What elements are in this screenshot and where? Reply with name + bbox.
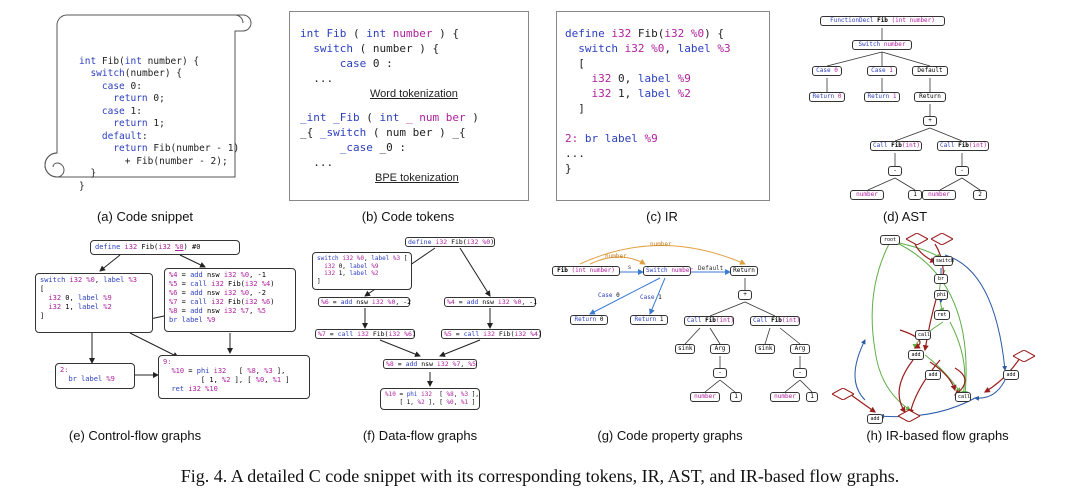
irg-diamond-4 (832, 388, 854, 400)
dfg-n5: %5 = call i32 Fib(i32 %4) (441, 329, 542, 339)
cpg-edges (579, 245, 813, 393)
irg-call1: call (915, 330, 931, 340)
cpg-switch: Switch number (643, 266, 693, 276)
caption-d: (d) AST (882, 209, 928, 224)
caption-f: (f) Data-flow graphs (362, 428, 478, 443)
caption-h: (h) IR-based flow graphs (866, 428, 1009, 443)
cpg-sink2: sink (755, 344, 775, 354)
panel-dfg: define i32 Fib(i32 %0) switch i32 %0, la… (310, 230, 550, 420)
ast-two: 2 (973, 190, 987, 200)
panel-irg: root switch br phi ret call add add call… (832, 230, 1040, 424)
cfg-block9: 9: %10 = phi i32 [ %8, %3 ], [ 1, %2 ], … (158, 355, 310, 399)
code-snippet-text: int Fib(int number) { switch(number) { c… (79, 55, 240, 192)
ir-text: define i32 Fib(i32 %0) { switch i32 %0, … (565, 27, 731, 175)
figure-caption: Fig. 4. A detailed C code snippet with i… (180, 466, 900, 486)
ast-minus2: - (955, 166, 969, 176)
cpg-sink1: sink (675, 344, 695, 354)
cpg-fib: Fib (int number) (552, 266, 620, 276)
cpg-call1: Call Fib(int) (684, 316, 734, 326)
cfg-entry: define i32 Fib(i32 %0) #0 (90, 240, 240, 255)
irg-phi: phi (934, 290, 948, 300)
caption-g: (g) Code property graphs (597, 428, 743, 443)
cpg-minus2: - (793, 368, 807, 378)
caption-a: (a) Code snippet (96, 209, 194, 224)
scroll-shape (44, 14, 252, 178)
dfg-n8: %8 = add nsw i32 %7, %5 (383, 359, 477, 369)
word-tokens: int Fib ( int number ) { switch ( number… (300, 27, 459, 85)
irg-diamond-2 (931, 233, 953, 245)
cpg-ret1: Return 1 (630, 315, 668, 325)
ast-call2: Call Fib(int) (937, 141, 989, 151)
dfg-entry: define i32 Fib(i32 %0) (405, 237, 495, 247)
cpg-call2: Call Fib(int) (750, 316, 800, 326)
cpg-one: 1 (730, 392, 742, 402)
irg-root: root (880, 235, 900, 245)
irg-add3: add (1003, 370, 1019, 380)
caption-b: (b) Code tokens (361, 209, 455, 224)
ast-ret1: Return 1 (864, 92, 900, 102)
cfg-body: %4 = add nsw i32 %0, -1 %5 = call i32 Fi… (164, 268, 296, 332)
ast-case0: Case 0 (812, 66, 842, 76)
panel-code-tokens: int Fib ( int number ) { switch ( number… (289, 11, 529, 201)
caption-c: (c) IR (646, 209, 678, 224)
ast-one: 1 (908, 190, 922, 200)
irg-diamond-3 (1013, 350, 1035, 362)
cpg-number-edge-label-2: number (605, 253, 627, 260)
cfg-switch: switch i32 %0, label %3 [ i32 0, label %… (35, 273, 153, 333)
caption-e: (e) Control-flow graphs (68, 428, 202, 443)
ast-plus: + (923, 116, 937, 126)
dfg-switch: switch i32 %0, label %3 [ i32 0, label %… (312, 252, 412, 290)
ast-num2: number (922, 190, 956, 200)
cpg-num2: number (770, 392, 800, 402)
ast-minus1: - (888, 166, 902, 176)
panel-code-snippet: int Fib(int number) { switch(number) { c… (35, 5, 255, 200)
irg-br: br (934, 274, 948, 284)
panel-cfg: define i32 Fib(i32 %0) #0 switch i32 %0,… (30, 235, 320, 415)
ast-case1: Case 1 (867, 66, 897, 76)
cpg-one2: 1 (806, 392, 818, 402)
cpg-minus1: - (713, 368, 727, 378)
irg-switch: switch (933, 256, 954, 266)
cpg-case0: Case 0 (598, 292, 620, 299)
panel-cpg: number number s Fib (int number) Switch … (550, 232, 825, 420)
cpg-ret0: Return 0 (570, 315, 608, 325)
cpg-arg2: Arg (790, 344, 810, 354)
cpg-arg1: Arg (710, 344, 730, 354)
cpg-number-edge-label: number (650, 241, 672, 248)
ast-edges (826, 28, 981, 191)
ast-num1: number (850, 190, 884, 200)
ast-call1: Call Fib(int) (870, 141, 922, 151)
panel-ast: FunctionDecl Fib (int number) Switch num… (800, 8, 1030, 203)
dfg-n10: %10 = phi i32 [ %8, %3 ], [ 1, %2 ], [ %… (380, 388, 480, 410)
cpg-s-label: s (628, 265, 631, 271)
dfg-n4: %4 = add nsw i32 %0, -1 (444, 297, 537, 307)
ast-return: Return (914, 92, 946, 102)
ast-switch: Switch number (852, 40, 912, 50)
irg-ret: ret (934, 310, 950, 320)
irg-add4: add (867, 414, 883, 424)
ast-ret0: Return 0 (809, 92, 845, 102)
bpe-tokens: _int _Fib ( int _ num ber ) _{ _switch (… (300, 111, 479, 169)
cfg-block2: 2: br label %9 (55, 363, 135, 389)
ast-root: FunctionDecl Fib (int number) (820, 16, 945, 26)
cpg-plus: + (738, 290, 752, 300)
dfg-n6: %6 = add nsw i32 %0, -2 (318, 297, 411, 307)
cpg-return: Return (730, 266, 758, 276)
cpg-case1: Case 1 (640, 294, 662, 301)
irg-diamond-5 (898, 410, 920, 422)
ast-default: Default (912, 66, 948, 76)
bpe-tokenization-label: BPE tokenization (375, 172, 459, 184)
dfg-n7: %7 = call i32 Fib(i32 %6) (315, 329, 416, 339)
panel-ir: define i32 Fib(i32 %0) { switch i32 %0, … (556, 11, 770, 201)
irg-add2: add (925, 370, 941, 380)
irg-call2: call (955, 392, 971, 402)
irg-diamond-1 (906, 233, 928, 245)
cpg-num1: number (690, 392, 720, 402)
cpg-default-edge-label: Default (698, 265, 724, 272)
irg-add1: add (908, 350, 924, 360)
word-tokenization-label: Word tokenization (370, 88, 458, 100)
